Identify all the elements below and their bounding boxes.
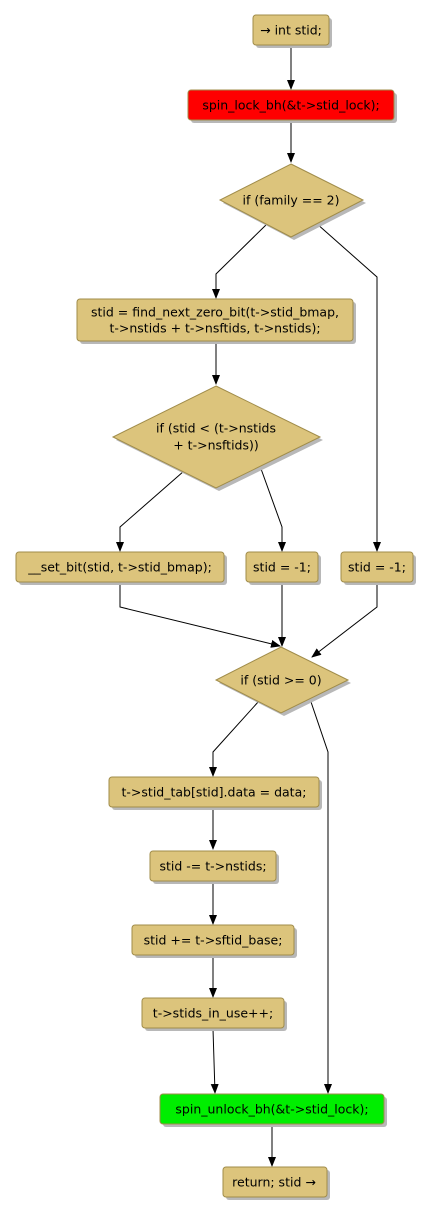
node-sub-nstids: stid -= t->nstids; xyxy=(149,850,279,884)
node-set-bit: __set_bit(stid, t->stid_bmap); xyxy=(15,551,227,585)
edge-if-stid-to-stid-inner xyxy=(259,465,286,552)
node-if-ge0-diamond xyxy=(214,646,350,714)
node-tab-data-box xyxy=(108,776,320,808)
node-add-base-label: stid += t->sftid_base; xyxy=(144,933,283,948)
node-stid-neg1-outer: stid = -1; xyxy=(340,551,416,585)
edge-in-use-to-unlock xyxy=(210,1028,219,1094)
edge-if-family-to-stid-outer xyxy=(315,222,381,552)
node-sub-nstids-box xyxy=(149,850,277,882)
node-unlock-label: spin_unlock_bh(&t->stid_lock); xyxy=(175,1102,368,1117)
node-in-use: t->stids_in_use++; xyxy=(141,997,287,1031)
node-start-box xyxy=(252,14,330,46)
node-return-box xyxy=(222,1166,328,1198)
edge-set-bit-to-if-ge0 xyxy=(119,583,281,648)
node-lock-box xyxy=(187,89,395,121)
node-lock-label: spin_lock_bh(&t->stid_lock); xyxy=(202,98,379,113)
node-lock: spin_lock_bh(&t->stid_lock); xyxy=(187,89,397,123)
node-if-stid: if (stid < (t->nstids + t->nsftids)) xyxy=(111,385,323,491)
node-set-bit-box xyxy=(15,551,225,583)
edge-stid-outer-to-if-ge0 xyxy=(311,583,378,658)
node-add-base-box xyxy=(131,924,295,956)
node-in-use-box xyxy=(141,997,285,1029)
node-tab-data-label: t->stid_tab[stid].data = data; xyxy=(122,785,307,800)
node-find: stid = find_next_zero_bit(t->stid_bmap, … xyxy=(76,298,356,344)
node-find-label-1: stid = find_next_zero_bit(t->stid_bmap, xyxy=(91,305,339,320)
node-set-bit-label: __set_bit(stid, t->stid_bmap); xyxy=(27,560,212,575)
edge-if-family-to-find xyxy=(212,222,269,299)
node-in-use-label: t->stids_in_use++; xyxy=(153,1006,273,1021)
node-return-label: return; stid → xyxy=(232,1175,316,1190)
node-return: return; stid → xyxy=(222,1166,330,1200)
node-find-box xyxy=(76,298,354,342)
edge-if-ge0-to-unlock xyxy=(309,698,332,1094)
node-stid-neg1-inner-label: stid = -1; xyxy=(253,560,311,575)
node-if-family-label: if (family == 2) xyxy=(242,193,339,208)
node-if-family-diamond xyxy=(218,163,365,238)
node-tab-data: t->stid_tab[stid].data = data; xyxy=(108,776,322,810)
node-if-family: if (family == 2) xyxy=(218,163,366,240)
node-if-stid-label-2: + t->nsftids)) xyxy=(173,438,259,453)
node-if-stid-label-1: if (stid < (t->nstids xyxy=(156,421,276,436)
node-start: → int stid; xyxy=(252,14,332,48)
node-stid-neg1-inner: stid = -1; xyxy=(245,551,321,585)
node-add-base: stid += t->sftid_base; xyxy=(131,924,297,958)
node-if-ge0-label: if (stid >= 0) xyxy=(240,673,321,688)
node-if-stid-diamond xyxy=(111,385,322,489)
node-stid-neg1-inner-box xyxy=(245,551,319,583)
node-stid-neg1-outer-label: stid = -1; xyxy=(348,560,406,575)
node-sub-nstids-label: stid -= t->nstids; xyxy=(159,859,266,874)
node-stid-neg1-outer-box xyxy=(340,551,414,583)
edges xyxy=(116,46,381,1167)
node-unlock: spin_unlock_bh(&t->stid_lock); xyxy=(159,1093,387,1127)
edge-if-stid-to-set-bit xyxy=(116,470,185,552)
node-unlock-box xyxy=(159,1093,385,1125)
node-if-ge0: if (stid >= 0) xyxy=(214,646,351,716)
edge-if-ge0-to-tab-data xyxy=(209,700,260,777)
node-find-label-2: t->nstids + t->nsftids, t->nstids); xyxy=(109,321,320,336)
node-start-label: → int stid; xyxy=(260,23,322,38)
